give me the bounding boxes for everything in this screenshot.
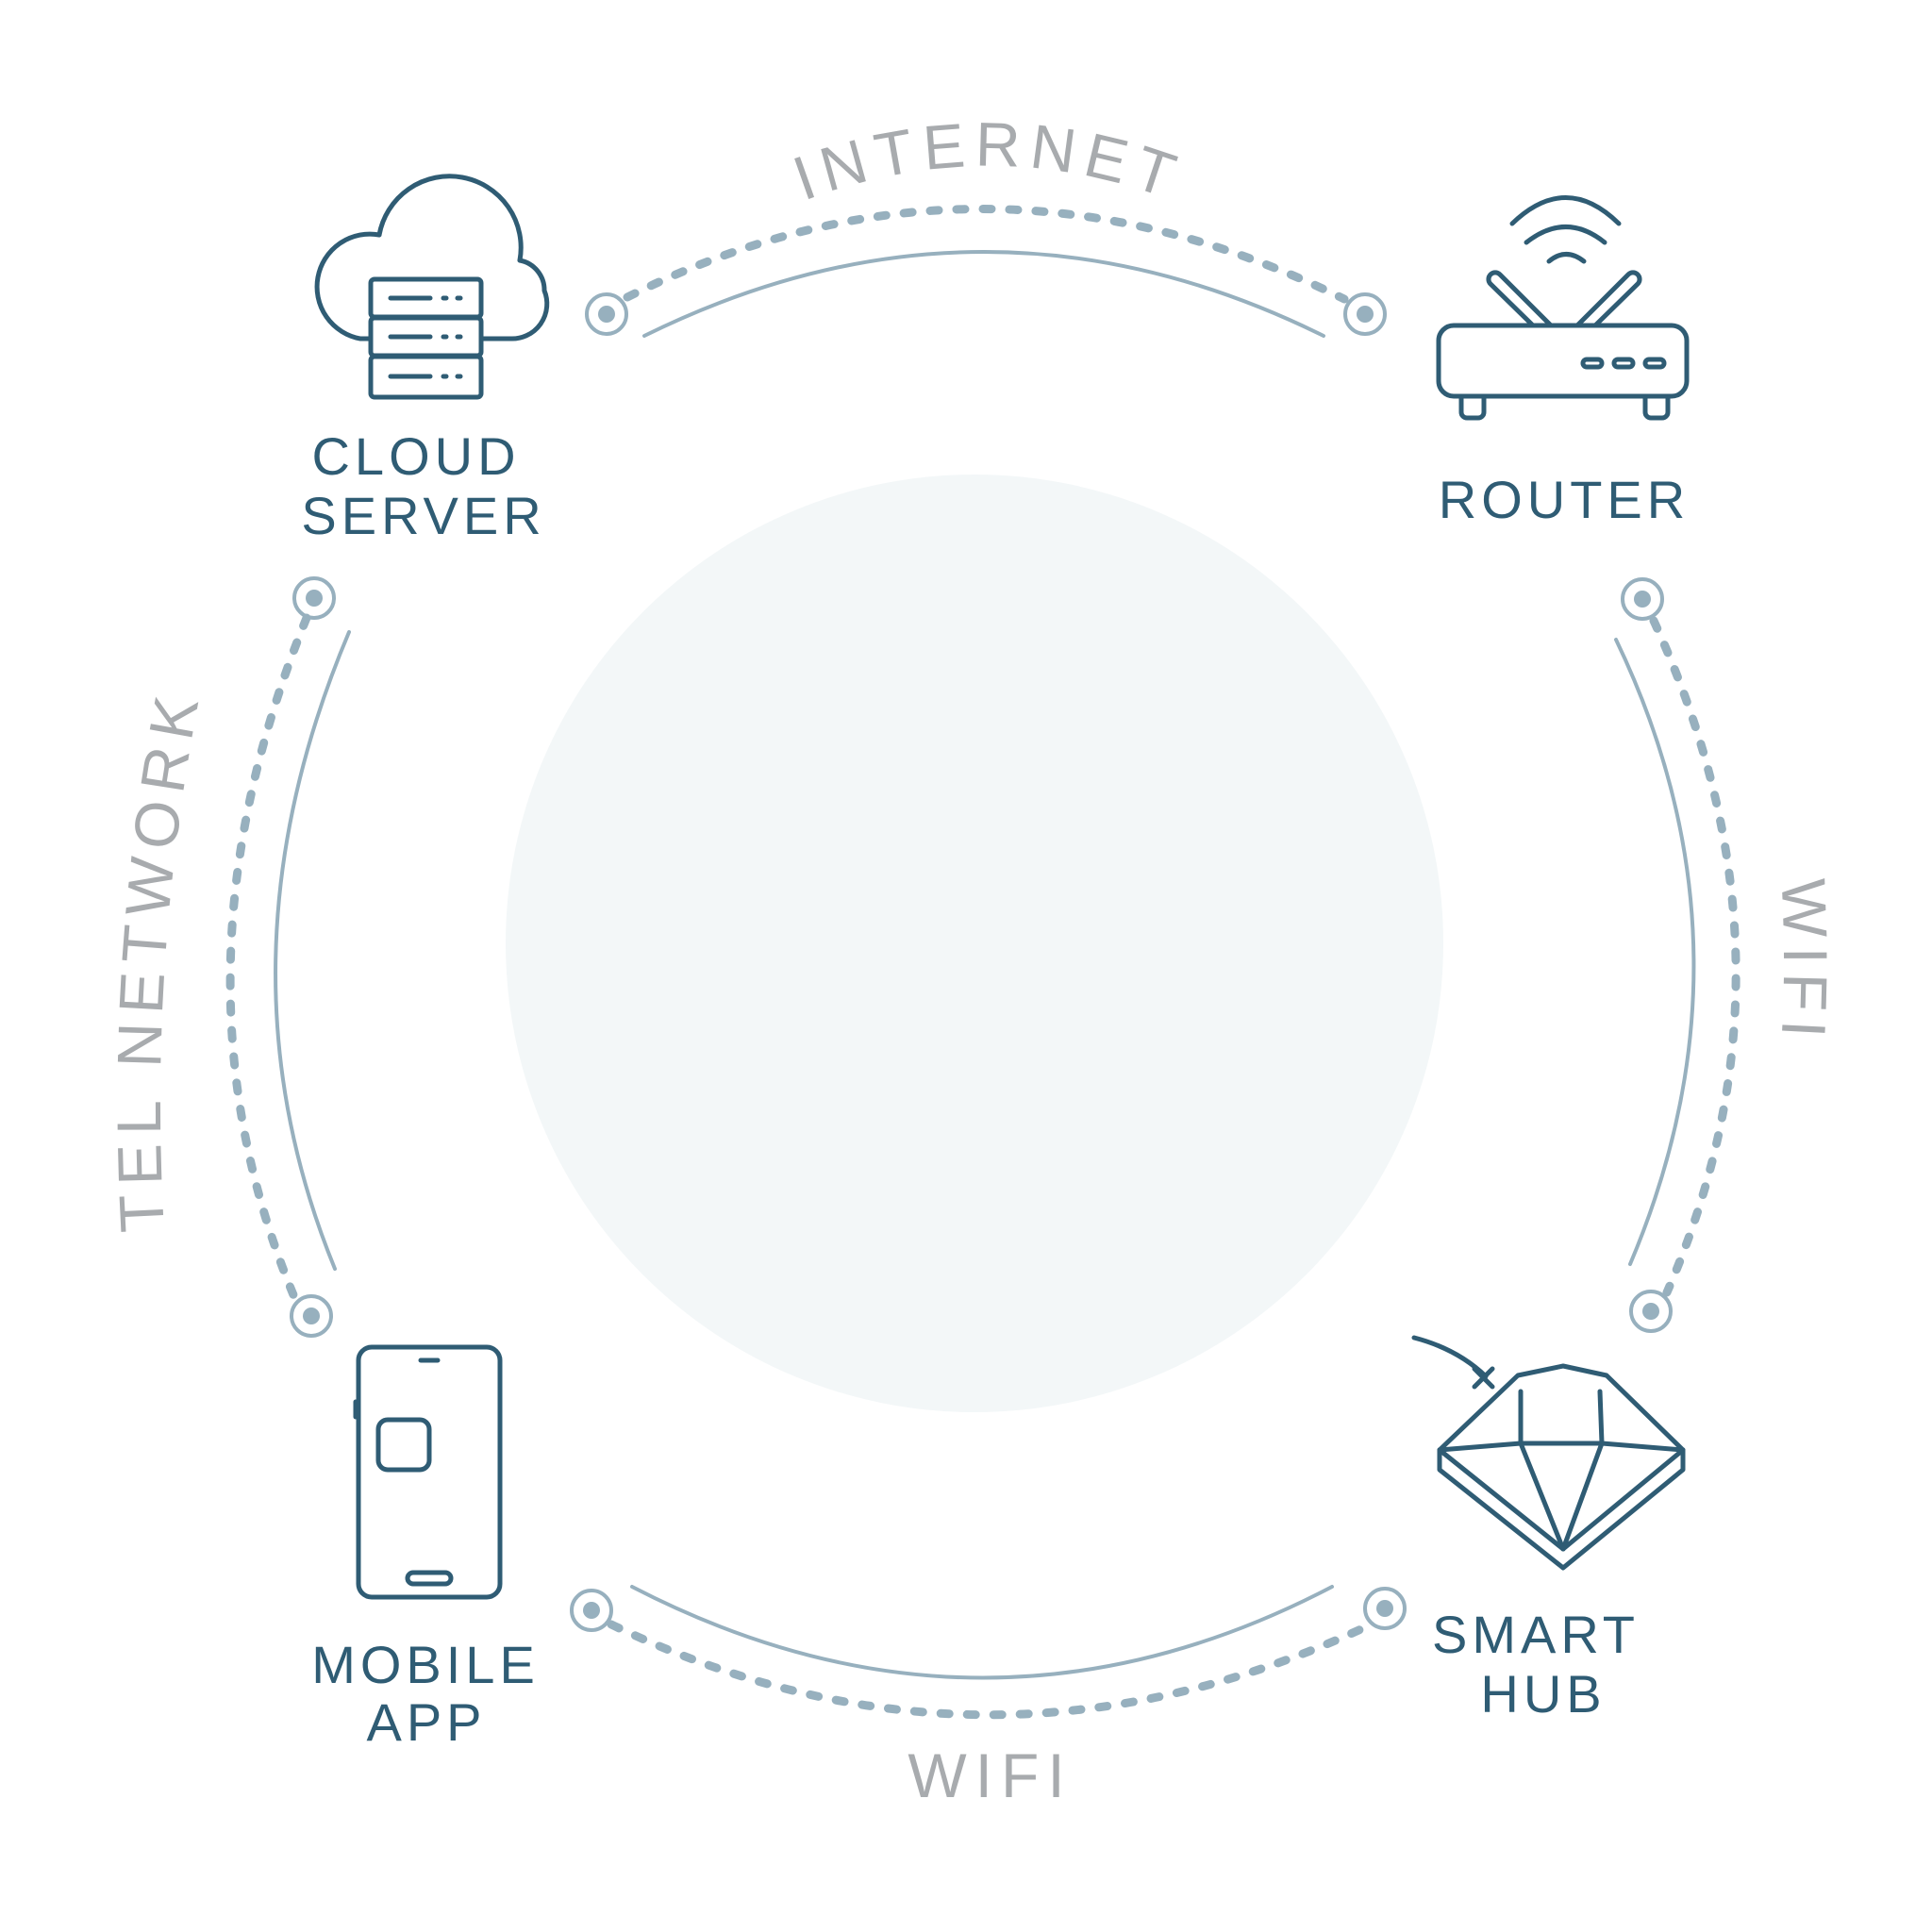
link-bottom-end-ring	[1363, 1587, 1407, 1630]
link-bottom-start-ring	[570, 1589, 613, 1632]
link-bottom-label: WIFI	[908, 1740, 1073, 1810]
link-left-solid-arc	[274, 630, 351, 1271]
node-smart-hub: SMART HUB	[1411, 1335, 1686, 1724]
cloud-server-label-line2: SERVER	[301, 486, 545, 545]
mobile-app-label-line2: APP	[366, 1692, 486, 1752]
node-mobile-app: MOBILE APP	[311, 1344, 540, 1752]
node-router: ROUTER	[1436, 195, 1690, 529]
link-right-solid-arc	[1614, 638, 1696, 1266]
mobile-phone-icon	[353, 1344, 503, 1600]
link-left-start-dot	[306, 590, 323, 607]
link-bottom-start-dot	[583, 1602, 600, 1619]
mobile-app-label-line1: MOBILE	[311, 1635, 540, 1694]
router-label: ROUTER	[1439, 470, 1690, 529]
link-left-end-dot	[303, 1307, 320, 1324]
link-top-end-dot	[1357, 306, 1374, 323]
link-right-dashed-arc	[1649, 616, 1740, 1297]
node-cloud-server: CLOUD SERVER	[301, 174, 550, 545]
smart-hub-icon	[1411, 1335, 1686, 1571]
link-left-dashed-arc	[225, 613, 311, 1302]
cloud-server-icon	[314, 174, 550, 400]
link-bottom-dashed-arc	[607, 1620, 1370, 1720]
cloud-server-label-line1: CLOUD	[311, 426, 520, 486]
link-right-end-dot	[1642, 1303, 1659, 1320]
link-top-start-dot	[598, 306, 615, 323]
link-top-end-ring	[1343, 292, 1387, 336]
link-right-start-dot	[1634, 591, 1651, 608]
link-top-label: INTERNET	[785, 108, 1192, 213]
link-right	[1614, 577, 1740, 1333]
link-left-start-ring	[292, 576, 336, 620]
smart-hub-label-line1: SMART	[1432, 1605, 1640, 1664]
link-top-dashed-arc	[623, 205, 1349, 304]
center-disc	[506, 475, 1443, 1412]
link-left	[225, 576, 351, 1338]
link-top	[585, 205, 1387, 338]
link-top-solid-arc	[642, 250, 1325, 338]
link-bottom-solid-arc	[630, 1585, 1334, 1680]
link-left-label: TEL NETWORK	[104, 683, 213, 1234]
link-right-start-ring	[1621, 577, 1664, 621]
router-icon	[1436, 195, 1690, 421]
link-top-start-ring	[585, 292, 628, 336]
link-right-label: WIFI	[1768, 877, 1840, 1048]
link-right-end-ring	[1629, 1290, 1673, 1333]
link-bottom-end-dot	[1376, 1600, 1393, 1617]
link-left-end-ring	[290, 1294, 333, 1338]
link-bottom	[570, 1585, 1407, 1720]
smart-hub-label-line2: HUB	[1480, 1664, 1606, 1724]
